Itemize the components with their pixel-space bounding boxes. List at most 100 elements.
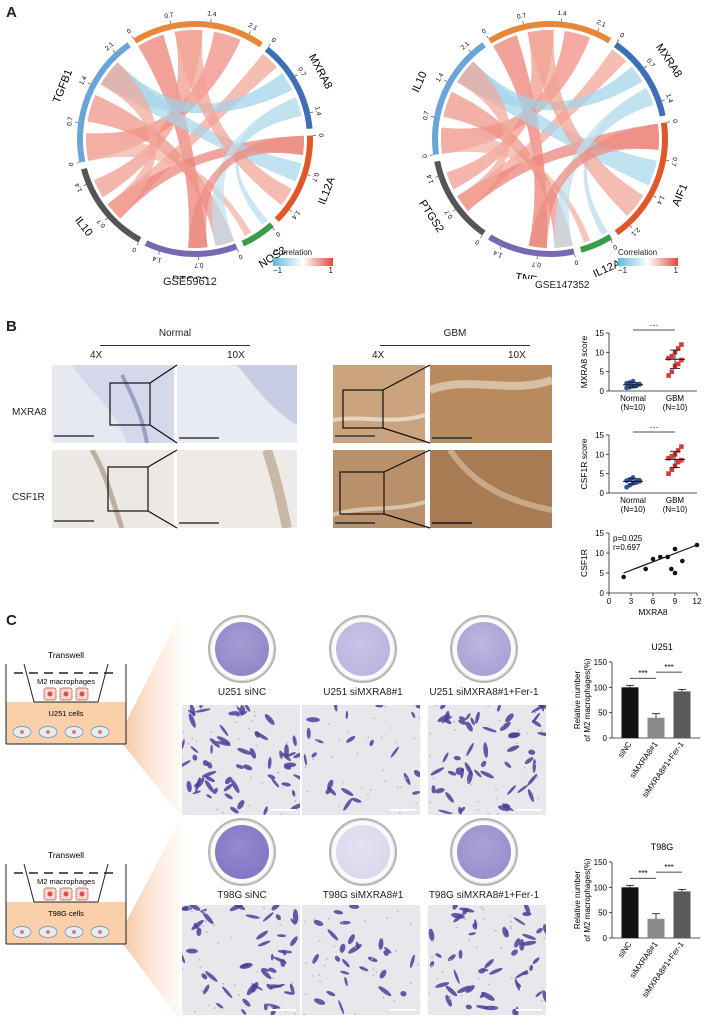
chord-tick [131, 35, 134, 39]
data-point [679, 444, 684, 449]
ihc-image-normal-mxra8-4x [52, 365, 174, 443]
legend-gradient [273, 258, 333, 266]
cell-nucleus [63, 891, 69, 897]
x-category-label: (N=10) [621, 505, 646, 514]
lower-chamber-label: U251 cells [48, 709, 83, 718]
chord-sector-csf1r [133, 21, 263, 48]
y-tick-label: 100 [594, 883, 608, 892]
y-tick-label: 15 [595, 529, 604, 538]
y-axis-label: Relative number [573, 871, 582, 930]
chord-tick [629, 225, 633, 229]
chord-tick [307, 174, 311, 176]
chord-tick-label: 0.7 [422, 110, 431, 121]
chord-sector-il10 [432, 42, 486, 155]
chord-tick-label: 2.1 [247, 22, 259, 33]
x-category-label: (N=10) [663, 505, 688, 514]
chord-tick [574, 254, 576, 258]
data-point [621, 574, 626, 580]
x-tick-label: 3 [629, 597, 634, 606]
chord-sector-il12a [274, 135, 313, 222]
mag-label-4x: 4X [372, 350, 385, 361]
y-axis-label: Relative number [573, 671, 582, 730]
upper-chamber-label: M2 macrophages [37, 677, 95, 686]
cell-nucleus [63, 691, 69, 697]
row-label-csf1r: CSF1R [12, 492, 45, 503]
chord-tick-label: 1.4 [557, 10, 567, 18]
chord-tick-label: 1.4 [78, 75, 89, 87]
group-label-normal: Normal [158, 328, 192, 339]
mag-label-4x: 4X [90, 350, 103, 361]
ihc-image-gbm-csf1r-4x [333, 450, 425, 528]
chord-tick-label: 0.7 [516, 12, 527, 21]
chord-tick-label: 0.7 [164, 11, 175, 20]
chord-tick-label: 0.7 [310, 172, 320, 183]
legend-gradient [618, 258, 678, 266]
data-point [679, 342, 684, 347]
chord-tick [104, 217, 108, 221]
chord-tick-label: 0.7 [96, 217, 108, 229]
y-tick-label: 0 [600, 387, 605, 396]
chord-ribbon [528, 123, 659, 248]
chord-tick [480, 235, 483, 239]
data-point [679, 457, 684, 463]
bar [673, 691, 691, 738]
dataset-label-gse147352: GSE147352 [535, 280, 590, 291]
data-point [675, 448, 681, 453]
ihc-image-gbm-csf1r-10x [430, 450, 552, 528]
chord-ribbon [457, 61, 657, 186]
cell-nucleus [79, 691, 85, 697]
x-category-label: GBM [666, 394, 685, 403]
y-tick-label: 10 [595, 549, 604, 558]
y-axis-label: MXRA8 score [579, 336, 589, 389]
chord-tick-label: 2.1 [595, 19, 606, 29]
chord-tick-label: 0.7 [66, 116, 74, 126]
y-axis-label: of M2 macrophages(%) [583, 658, 592, 741]
chord-tick-label: 1.4 [207, 10, 217, 18]
chord-tick [112, 49, 116, 53]
cell-nucleus [72, 930, 76, 934]
data-point [658, 554, 663, 560]
cell-nucleus [79, 891, 85, 897]
significance-label: *** [638, 669, 647, 678]
data-point [666, 471, 671, 476]
y-tick-label: 50 [598, 709, 607, 718]
stat-annotation: r=0.697 [613, 543, 641, 552]
chord-sector-aif1 [614, 122, 668, 236]
chord-tick [653, 195, 657, 198]
x-tick-label: 6 [651, 597, 656, 606]
chord-sector-csf1r [488, 21, 612, 44]
significance-label: *** [649, 325, 658, 331]
data-point [643, 566, 648, 572]
y-tick-label: 150 [594, 858, 608, 867]
chord-tick-label: 1.4 [151, 254, 162, 264]
chord-tick [272, 227, 275, 231]
chord-tick-label: 1.4 [664, 93, 674, 104]
x-category-label: (N=10) [663, 403, 688, 412]
chart-title: U251 [651, 642, 673, 652]
chord-ribbon [527, 30, 644, 217]
y-axis-label: CSF1R score [579, 438, 589, 489]
significance-label: *** [664, 863, 673, 872]
legend-title: Correlation [618, 248, 658, 257]
group-label-gbm: GBM [443, 328, 467, 339]
chord-tick [522, 21, 524, 25]
data-point [669, 453, 675, 459]
y-tick-label: 5 [600, 569, 605, 578]
chord-tick-label: 0.7 [669, 157, 678, 168]
x-category-label: Normal [620, 394, 646, 403]
chord-tick-label: 0.7 [443, 208, 454, 220]
chord-tick-label: 2.1 [629, 226, 641, 238]
y-tick-label: 150 [594, 658, 608, 667]
y-tick-label: 0 [603, 734, 608, 743]
data-point [672, 546, 678, 552]
data-point [669, 467, 675, 473]
chord-sector-mxra8 [264, 46, 313, 129]
chord-tick [289, 209, 292, 212]
chord-tick-label: 0 [422, 153, 429, 158]
chord-tick [136, 242, 139, 246]
